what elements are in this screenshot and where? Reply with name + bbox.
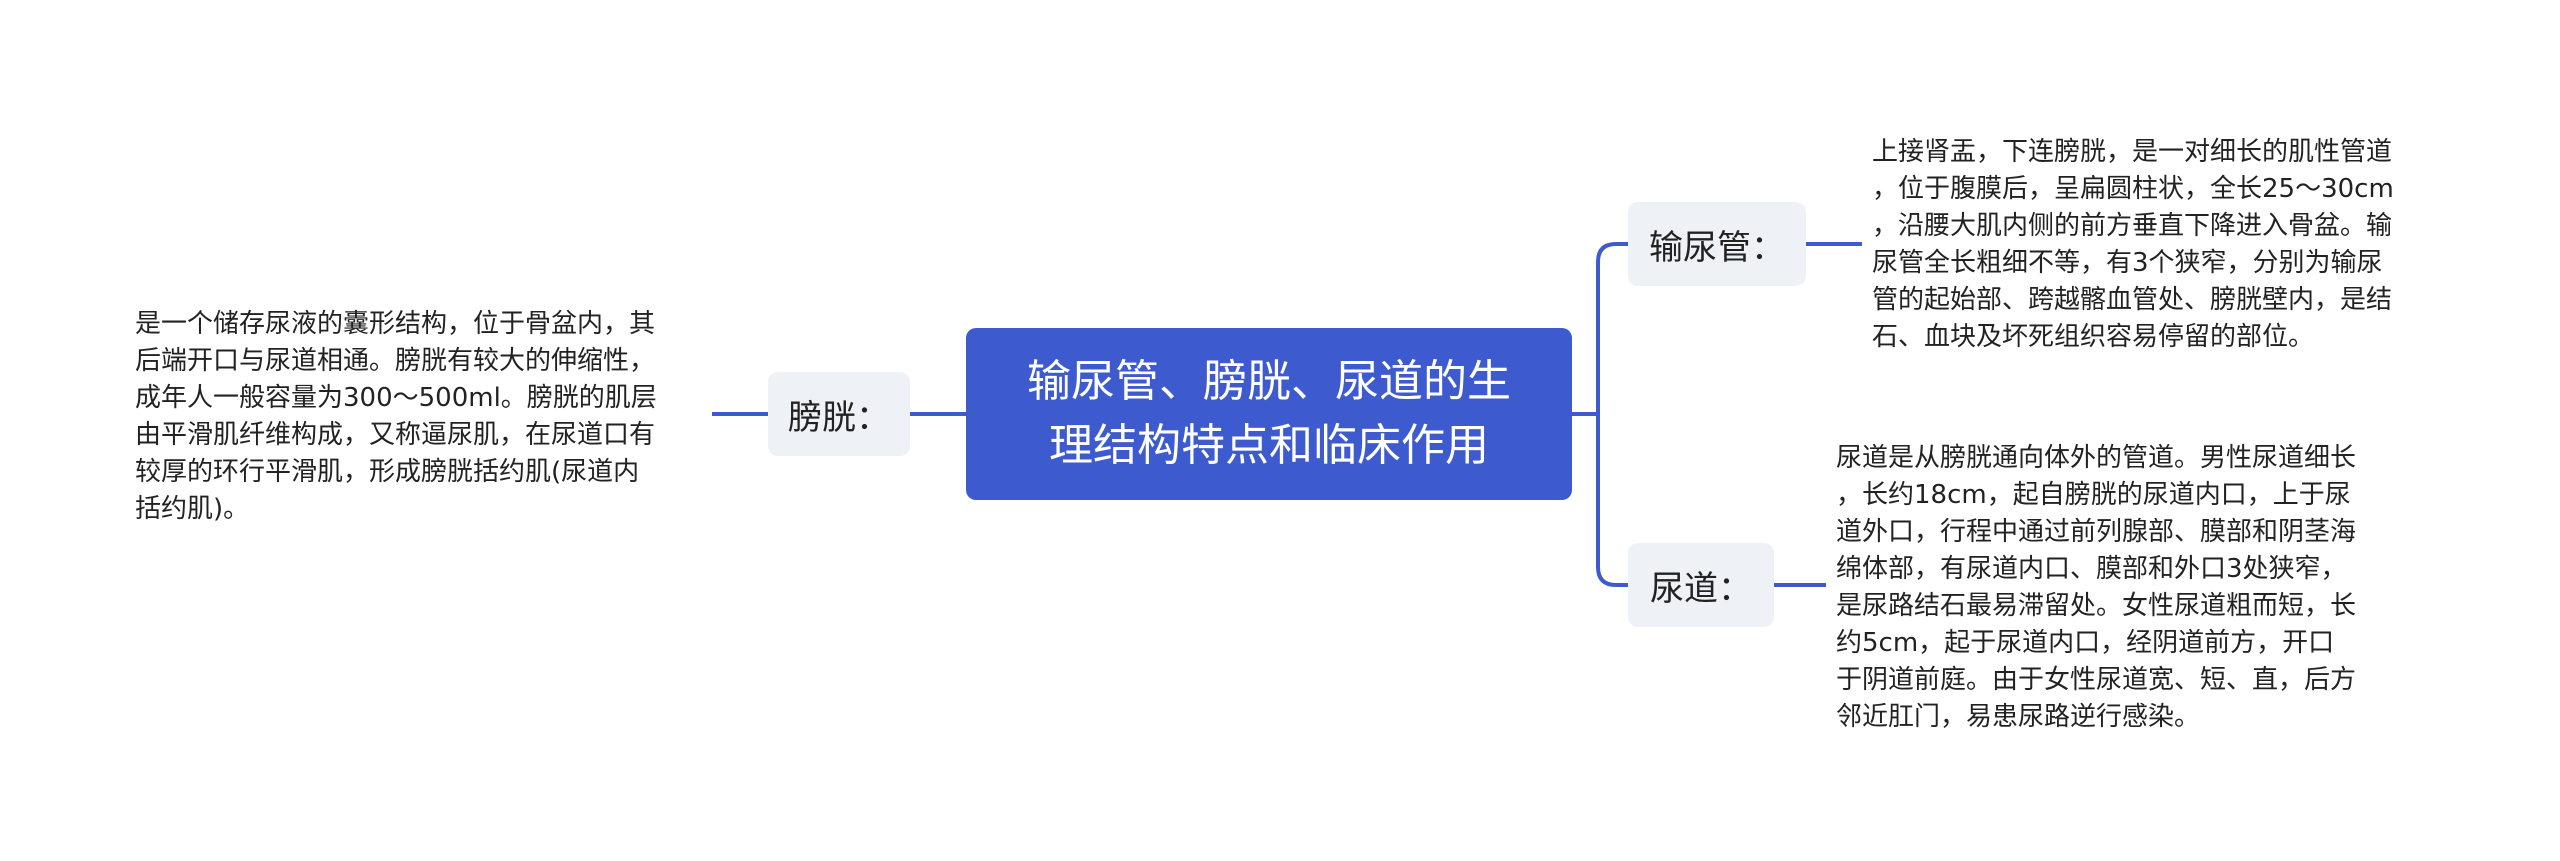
leaf-line: 道外口，行程中通过前列腺部、膜部和阴茎海 xyxy=(1836,517,2357,547)
leaf-line: ，沿腰大肌内侧的前方垂直下降进入骨盆。输 xyxy=(1872,211,2393,241)
branch-ureter[interactable]: 输尿管： xyxy=(1628,202,1806,286)
leaf-line: ，长约18cm，起自膀胱的尿道内口，上于尿 xyxy=(1836,480,2351,510)
leaf-line: 尿道是从膀胱通向体外的管道。男性尿道细长 xyxy=(1836,443,2357,473)
connector-to-ureter xyxy=(1596,242,1628,414)
branch-urethra-label: 尿道： xyxy=(1650,568,1752,609)
leaf-line: 上接肾盂，下连膀胱，是一对细长的肌性管道 xyxy=(1872,137,2393,167)
branch-ureter-label: 输尿管： xyxy=(1649,227,1785,268)
central-topic[interactable]: 输尿管、膀胱、尿道的生 理结构特点和临床作用 xyxy=(966,328,1572,500)
central-topic-line-2: 理结构特点和临床作用 xyxy=(1049,420,1489,471)
leaf-line: 邻近肛门，易患尿路逆行感染。 xyxy=(1836,702,2201,732)
leaf-line: 较厚的环行平滑肌，形成膀胱括约肌(尿道内 xyxy=(135,457,640,487)
leaf-line: 是尿路结石最易滞留处。女性尿道粗而短，长 xyxy=(1836,591,2357,621)
central-topic-line-1: 输尿管、膀胱、尿道的生 xyxy=(1027,356,1511,407)
leaf-urethra-description[interactable]: 尿道是从膀胱通向体外的管道。男性尿道细长 ，长约18cm，起自膀胱的尿道内口，上… xyxy=(1836,440,2356,736)
leaf-line: 由平滑肌纤维构成，又称逼尿肌，在尿道口有 xyxy=(135,420,656,450)
leaf-line: 于阴道前庭。由于女性尿道宽、短、直，后方 xyxy=(1836,665,2357,695)
leaf-line: 管的起始部、跨越髂血管处、膀胱壁内，是结 xyxy=(1872,285,2393,315)
leaf-line: 绵体部，有尿道内口、膜部和外口3处狭窄， xyxy=(1836,554,2347,584)
connector-to-urethra xyxy=(1596,414,1628,587)
leaf-ureter-description[interactable]: 上接肾盂，下连膀胱，是一对细长的肌性管道 ，位于腹膜后，呈扁圆柱状，全长25～3… xyxy=(1872,134,2394,356)
leaf-line: ，位于腹膜后，呈扁圆柱状，全长25～30cm xyxy=(1872,174,2394,204)
leaf-bladder-description[interactable]: 是一个储存尿液的囊形结构，位于骨盆内，其 后端开口与尿道相通。膀胱有较大的伸缩性… xyxy=(135,306,657,528)
leaf-line: 是一个储存尿液的囊形结构，位于骨盆内，其 xyxy=(135,309,656,339)
branch-urethra[interactable]: 尿道： xyxy=(1628,543,1774,627)
branch-bladder[interactable]: 膀胱： xyxy=(768,372,910,456)
leaf-line: 括约肌)。 xyxy=(135,494,250,524)
leaf-line: 约5cm，起于尿道内口，经阴道前方，开口 xyxy=(1836,628,2335,658)
branch-bladder-label: 膀胱： xyxy=(788,397,890,438)
leaf-line: 后端开口与尿道相通。膀胱有较大的伸缩性， xyxy=(135,346,656,376)
leaf-line: 石、血块及坏死组织容易停留的部位。 xyxy=(1872,322,2315,352)
leaf-line: 成年人一般容量为300～500ml。膀胱的肌层 xyxy=(135,383,657,413)
leaf-line: 尿管全长粗细不等，有3个狭窄，分别为输尿 xyxy=(1872,248,2383,278)
